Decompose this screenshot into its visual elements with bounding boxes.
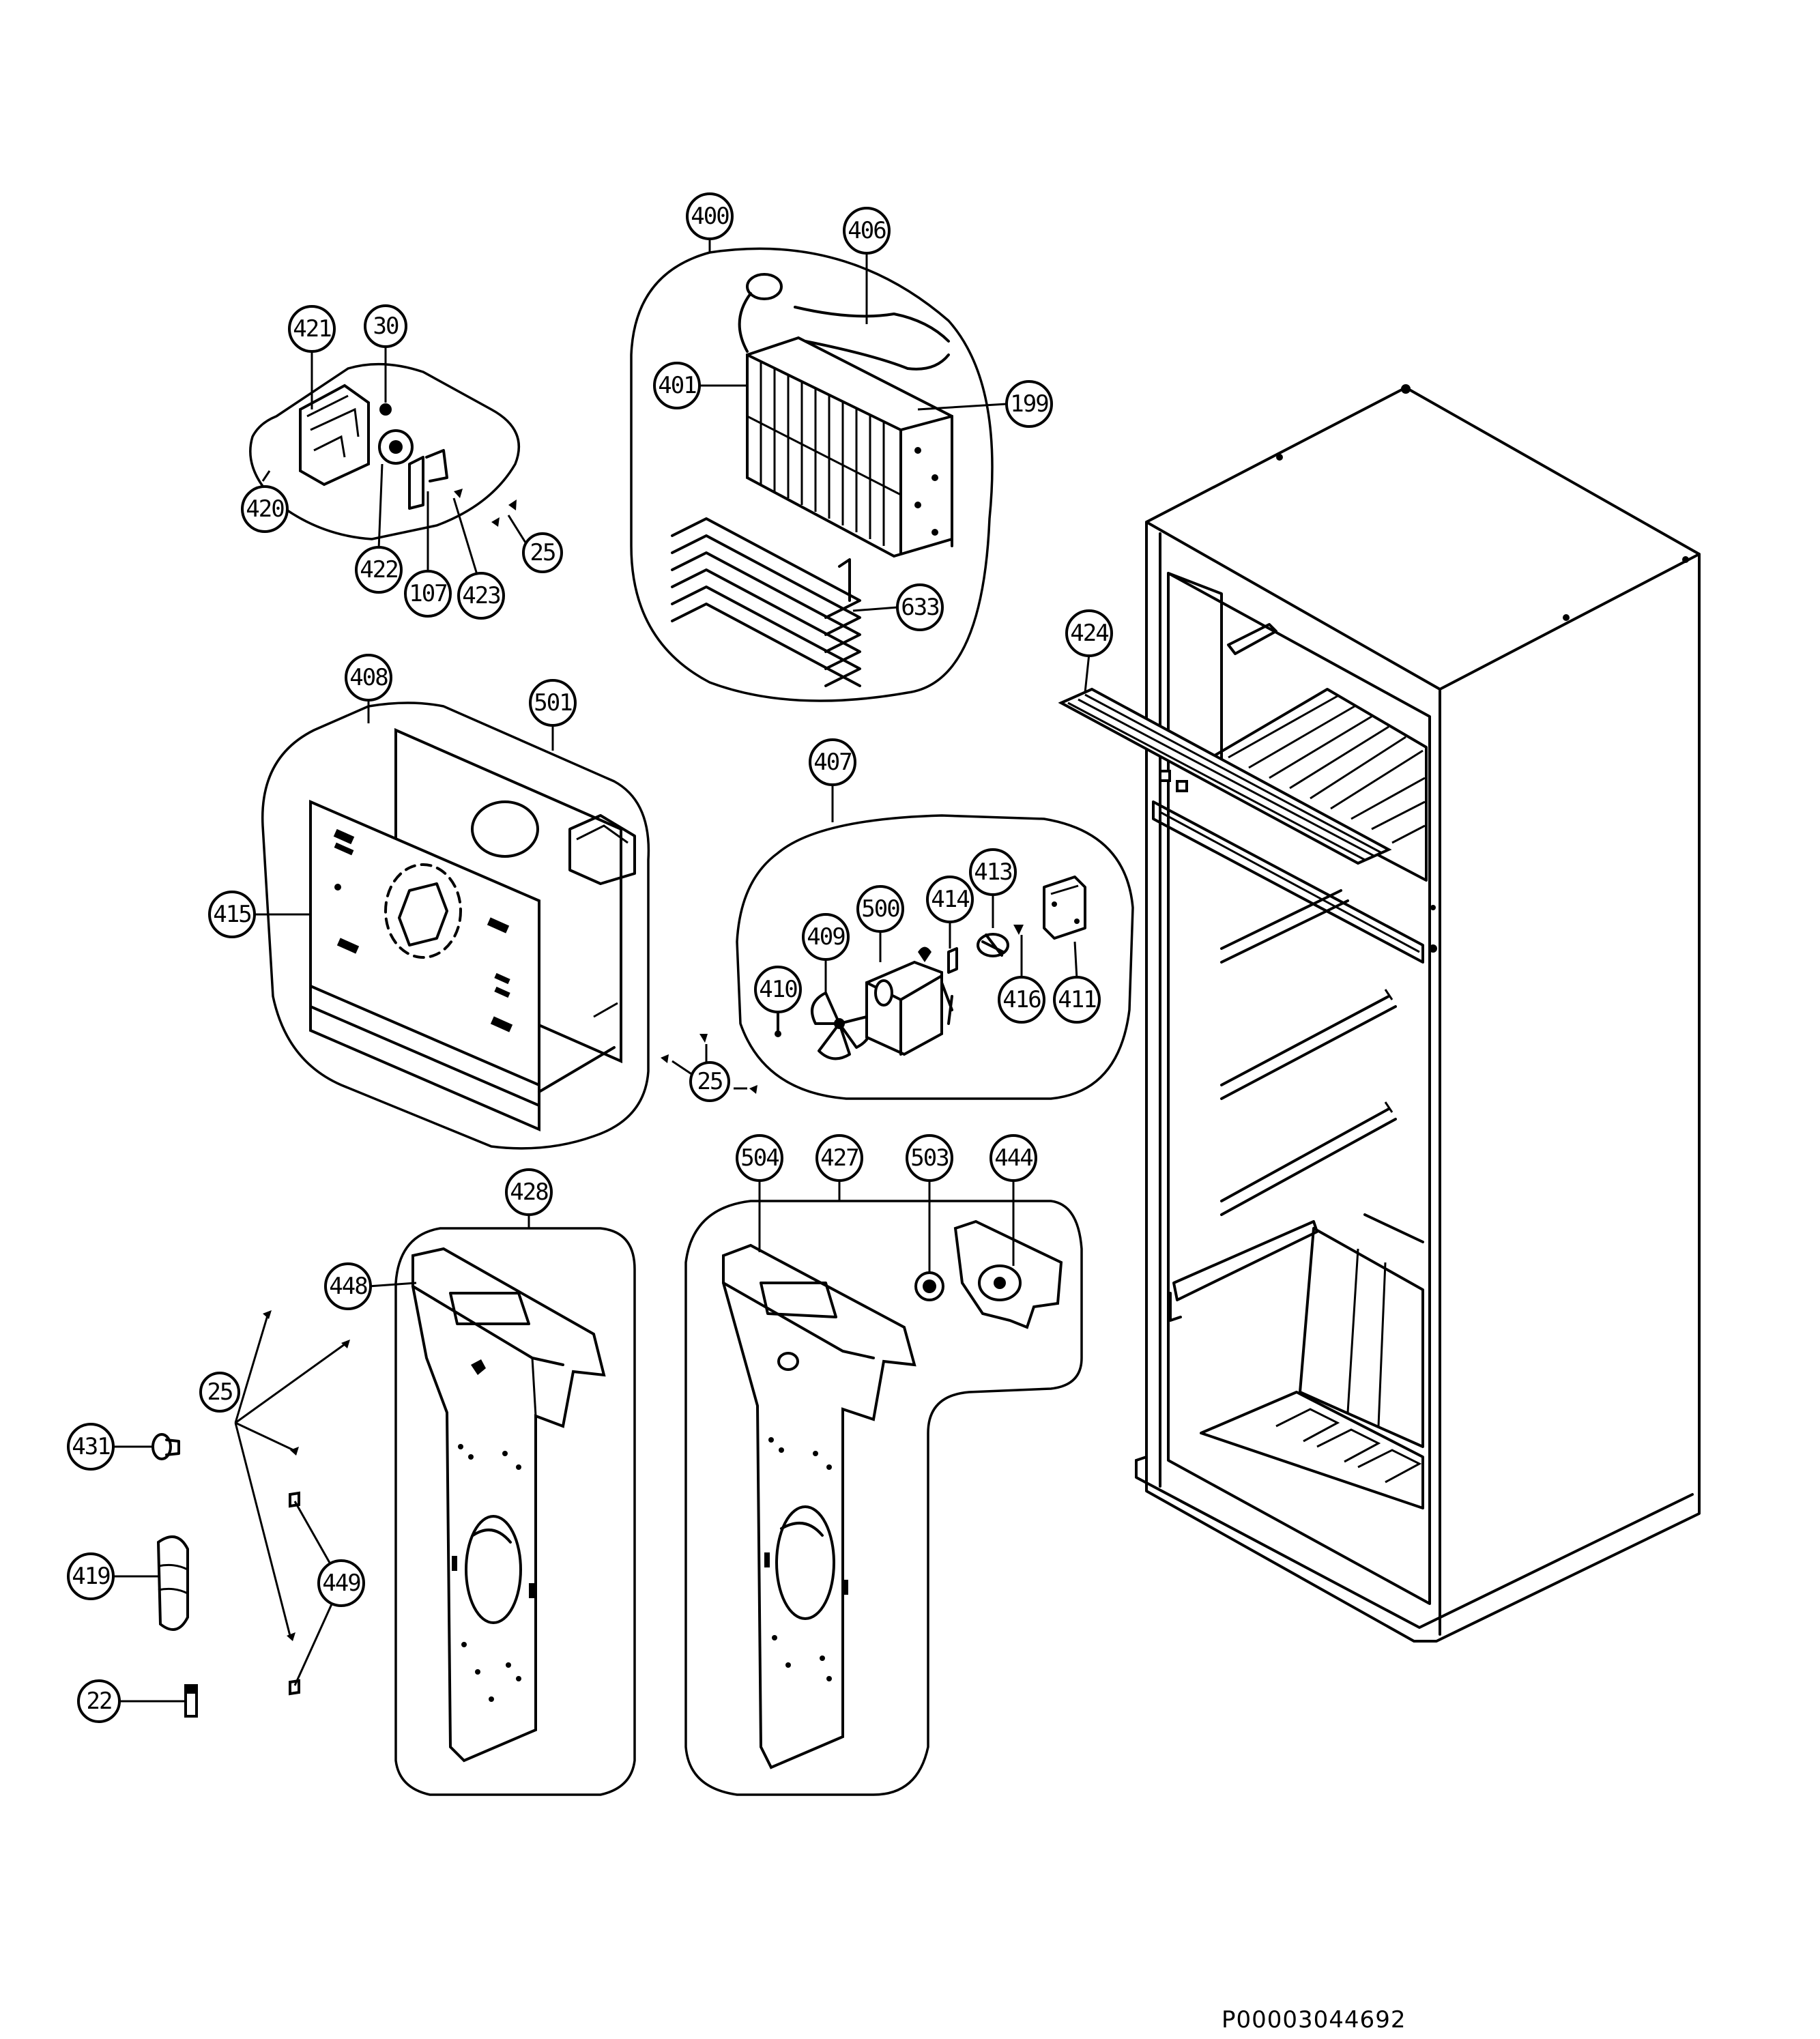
svg-text:409: 409	[807, 923, 845, 951]
svg-text:449: 449	[322, 1570, 360, 1597]
right-air-duct-group	[684, 1200, 1083, 1796]
svg-text:501: 501	[534, 689, 572, 717]
svg-text:431: 431	[72, 1433, 110, 1460]
part-callout-428: 428	[505, 1168, 553, 1216]
evaporator-group	[630, 247, 994, 702]
svg-text:428: 428	[510, 1178, 548, 1206]
part-callout-107: 107	[404, 570, 452, 618]
part-callout-407: 407	[809, 738, 856, 786]
svg-text:503: 503	[910, 1144, 948, 1172]
svg-text:25: 25	[207, 1378, 233, 1406]
svg-text:422: 422	[360, 556, 397, 583]
svg-text:416: 416	[1002, 986, 1041, 1013]
svg-text:25: 25	[530, 539, 555, 566]
part-callout-414: 414	[926, 876, 974, 923]
screw-set-middle	[661, 1034, 757, 1094]
part-callout-25-top: 25	[522, 532, 563, 573]
part-callout-422: 422	[355, 546, 403, 594]
svg-text:30: 30	[373, 313, 399, 340]
part-callout-448: 448	[324, 1262, 372, 1310]
part-callout-413: 413	[969, 848, 1017, 896]
svg-text:408: 408	[349, 664, 388, 691]
svg-text:500: 500	[861, 895, 899, 923]
part-callout-633: 633	[896, 583, 944, 631]
part-callout-423: 423	[457, 572, 505, 620]
part-callout-406: 406	[843, 207, 891, 255]
part-callout-503: 503	[906, 1134, 953, 1182]
svg-text:448: 448	[329, 1273, 367, 1300]
svg-text:414: 414	[931, 886, 969, 913]
svg-text:424: 424	[1070, 620, 1108, 647]
control-box-group	[249, 362, 521, 540]
part-callout-421: 421	[288, 305, 336, 353]
svg-text:423: 423	[462, 582, 500, 609]
svg-text:420: 420	[246, 495, 284, 523]
part-callout-420: 420	[241, 485, 289, 533]
part-callout-419: 419	[67, 1552, 115, 1600]
part-callout-431: 431	[67, 1423, 115, 1471]
fan-motor-group	[736, 814, 1134, 1100]
svg-text:401: 401	[658, 372, 696, 399]
part-callout-410: 410	[754, 966, 802, 1013]
part-callout-416: 416	[998, 976, 1045, 1024]
part-callout-424: 424	[1065, 609, 1113, 657]
svg-text:406: 406	[848, 217, 886, 244]
svg-text:400: 400	[691, 203, 729, 230]
svg-text:419: 419	[72, 1563, 110, 1590]
refrigerator-cabinet	[1135, 384, 1701, 1643]
svg-text:199: 199	[1010, 390, 1048, 418]
part-callout-400: 400	[686, 192, 734, 240]
svg-text:22: 22	[87, 1688, 112, 1715]
part-callout-501: 501	[529, 679, 577, 727]
svg-text:407: 407	[813, 749, 851, 776]
part-callout-25-middle: 25	[689, 1061, 730, 1102]
svg-text:413: 413	[974, 858, 1011, 886]
part-callout-25-bottom: 25	[199, 1372, 240, 1413]
part-callout-409: 409	[802, 913, 850, 961]
svg-text:411: 411	[1058, 986, 1096, 1013]
svg-text:415: 415	[213, 901, 250, 928]
part-callout-22: 22	[77, 1679, 121, 1723]
svg-text:427: 427	[820, 1144, 858, 1172]
part-callout-427: 427	[815, 1134, 863, 1182]
part-callout-401: 401	[653, 362, 701, 409]
svg-text:421: 421	[293, 315, 331, 343]
part-callout-30: 30	[364, 304, 407, 348]
loose-parts	[151, 1310, 350, 1718]
svg-text:633: 633	[901, 594, 938, 621]
svg-text:444: 444	[994, 1144, 1032, 1172]
part-callout-199: 199	[1005, 380, 1053, 428]
part-callout-411: 411	[1053, 976, 1101, 1024]
freezer-front-rail	[1058, 687, 1392, 865]
left-air-duct-group	[394, 1227, 636, 1796]
svg-text:25: 25	[697, 1068, 723, 1095]
part-callout-408: 408	[345, 654, 392, 702]
svg-text:410: 410	[759, 976, 797, 1003]
part-callout-415: 415	[208, 891, 256, 938]
part-callout-504: 504	[736, 1134, 783, 1182]
svg-text:107: 107	[409, 580, 446, 607]
part-callout-444: 444	[990, 1134, 1037, 1182]
part-callout-449: 449	[317, 1559, 365, 1607]
svg-text:504: 504	[740, 1144, 779, 1172]
fan-cover-group	[261, 702, 650, 1150]
document-code: P00003044692	[1222, 2006, 1406, 2034]
part-callout-500: 500	[856, 885, 904, 933]
